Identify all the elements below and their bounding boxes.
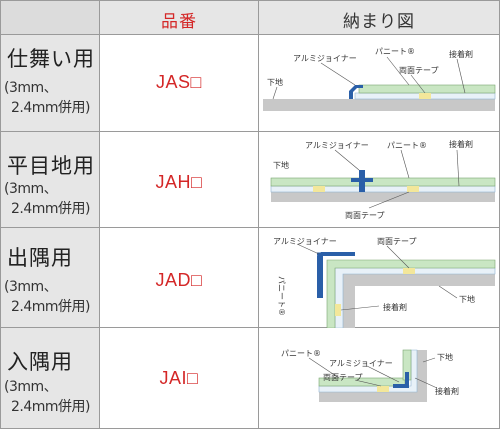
tape-block bbox=[335, 304, 341, 316]
product-code: JAH□ bbox=[155, 172, 203, 192]
code-cell: JAS□ bbox=[100, 35, 259, 131]
use-cell: 入隅用 (3mm、 2.4mm併用) bbox=[1, 328, 100, 428]
use-cell: 仕舞い用 (3mm、 2.4mm併用) bbox=[1, 35, 100, 131]
joiner-profile bbox=[393, 372, 409, 388]
outside-corner-diagram: アルミジョイナー 両面テープ 下地 接着剤 パニート® bbox=[273, 237, 496, 328]
panel-layer bbox=[270, 177, 496, 187]
use-title: 入隅用 bbox=[7, 350, 73, 374]
use-cell: 出隅用 (3mm、 2.4mm併用) bbox=[1, 228, 100, 327]
use-sub2: 2.4mm併用) bbox=[11, 201, 91, 217]
table-row: 出隅用 (3mm、 2.4mm併用) JAD□ bbox=[1, 228, 499, 328]
table-row: 仕舞い用 (3mm、 2.4mm併用) JAS□ bbox=[1, 35, 499, 132]
use-sub1: (3mm、 bbox=[4, 80, 58, 96]
label-tape: 両面テープ bbox=[399, 66, 439, 75]
label-tape: 両面テープ bbox=[323, 373, 363, 382]
diagram-cell: パニート® アルミジョイナー 両面テープ 下地 接着剤 bbox=[259, 328, 499, 428]
product-code: JAS□ bbox=[156, 72, 202, 92]
label-base: 下地 bbox=[273, 160, 289, 170]
diagram-cell: アルミジョイナー パニート® 接着剤 両面テープ 下地 bbox=[259, 132, 499, 227]
panel-layer bbox=[326, 259, 496, 328]
header-diagram-label: 納まり図 bbox=[343, 12, 415, 32]
table-row: 平目地用 (3mm、 2.4mm併用) JAH□ アルミジョイナー パニート® … bbox=[1, 132, 499, 228]
tape-block bbox=[377, 386, 389, 392]
adhesive-layer bbox=[270, 185, 496, 193]
label-joiner: アルミジョイナー bbox=[293, 54, 357, 63]
label-joiner: アルミジョイナー bbox=[305, 141, 369, 150]
finish-joiner-diagram: アルミジョイナー パニート® 接着剤 両面テープ 下地 bbox=[263, 47, 496, 111]
base-layer bbox=[263, 99, 495, 111]
base-layer bbox=[319, 350, 427, 402]
use-sub1: (3mm、 bbox=[4, 181, 58, 197]
use-sub1: (3mm、 bbox=[4, 279, 58, 295]
product-code: JAI□ bbox=[159, 368, 199, 388]
label-panit: パニート® bbox=[375, 47, 415, 56]
flat-joint-diagram: アルミジョイナー パニート® 接着剤 両面テープ 下地 bbox=[270, 139, 496, 220]
use-sub1: (3mm、 bbox=[4, 379, 58, 395]
use-sub2: 2.4mm併用) bbox=[11, 299, 91, 315]
label-tape: 両面テープ bbox=[377, 237, 417, 246]
label-base: 下地 bbox=[267, 77, 283, 87]
product-code: JAD□ bbox=[155, 270, 203, 290]
label-base: 下地 bbox=[459, 294, 475, 304]
use-cell: 平目地用 (3mm、 2.4mm併用) bbox=[1, 132, 100, 227]
table-header: 品番 納まり図 bbox=[1, 1, 499, 35]
use-sub2: 2.4mm併用) bbox=[11, 100, 91, 116]
tape-block bbox=[419, 93, 431, 99]
code-cell: JAI□ bbox=[100, 328, 259, 428]
label-adhesive: 接着剤 bbox=[449, 49, 473, 59]
header-code-cell: 品番 bbox=[100, 1, 259, 34]
code-cell: JAD□ bbox=[100, 228, 259, 327]
label-adhesive: 接着剤 bbox=[383, 302, 407, 312]
diagram-cell: アルミジョイナー パニート® 接着剤 両面テープ 下地 bbox=[259, 35, 499, 131]
label-panit: パニート® bbox=[277, 276, 286, 316]
tape-block bbox=[313, 186, 325, 192]
header-use-cell bbox=[1, 1, 100, 34]
use-sub2: 2.4mm併用) bbox=[11, 399, 91, 415]
label-adhesive: 接着剤 bbox=[449, 139, 473, 149]
diagram-cell: アルミジョイナー 両面テープ 下地 接着剤 パニート® bbox=[259, 228, 499, 328]
label-tape: 両面テープ bbox=[345, 211, 385, 220]
label-joiner: アルミジョイナー bbox=[273, 237, 337, 246]
inside-corner-diagram: パニート® アルミジョイナー 両面テープ 下地 接着剤 bbox=[281, 349, 459, 402]
label-adhesive: 接着剤 bbox=[435, 386, 459, 396]
panel-layer bbox=[358, 84, 496, 94]
use-title: 平目地用 bbox=[7, 154, 95, 178]
tape-block bbox=[403, 268, 415, 274]
base-layer bbox=[271, 192, 495, 202]
joiner-profile bbox=[349, 85, 363, 99]
label-base: 下地 bbox=[437, 352, 453, 362]
use-title: 出隅用 bbox=[7, 246, 73, 270]
header-diagram-cell: 納まり図 bbox=[259, 1, 499, 34]
label-panit: パニート® bbox=[387, 141, 427, 150]
tape-block bbox=[407, 186, 419, 192]
label-panit: パニート® bbox=[281, 349, 321, 358]
table-row: 入隅用 (3mm、 2.4mm併用) JAI□ bbox=[1, 328, 499, 428]
joiner-profile bbox=[351, 170, 373, 192]
base-layer bbox=[343, 274, 495, 328]
joiner-profile bbox=[317, 252, 355, 298]
header-code-label: 品番 bbox=[161, 12, 197, 32]
label-joiner: アルミジョイナー bbox=[329, 359, 393, 368]
code-cell: JAH□ bbox=[100, 132, 259, 227]
use-title: 仕舞い用 bbox=[7, 47, 95, 71]
